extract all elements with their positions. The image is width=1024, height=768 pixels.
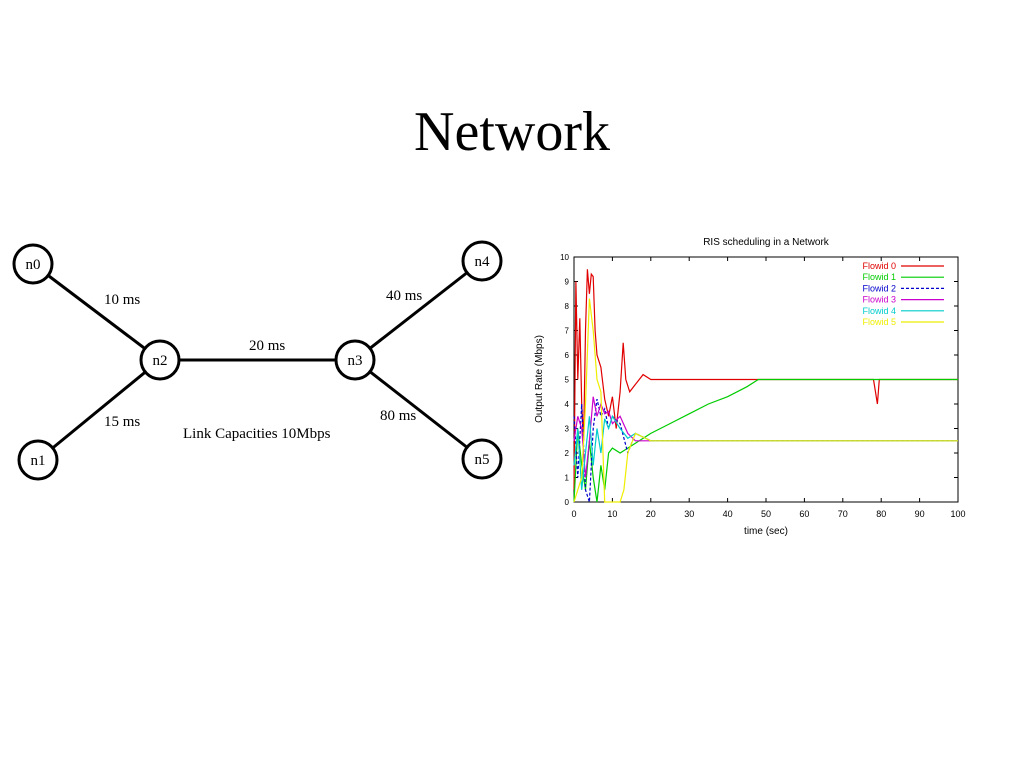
node-n1: n1 xyxy=(17,439,59,481)
link-delay-label: 10 ms xyxy=(104,292,140,308)
x-tick-label: 20 xyxy=(646,509,656,519)
y-tick-label: 0 xyxy=(565,498,570,507)
y-tick-label: 5 xyxy=(565,376,570,385)
chart-title: RIS scheduling in a Network xyxy=(703,237,830,248)
y-tick-label: 6 xyxy=(565,351,570,360)
node-n5-label: n5 xyxy=(475,452,490,468)
link-delay-label: 80 ms xyxy=(380,408,416,424)
link-delay-label: 40 ms xyxy=(386,288,422,304)
network-topology-diagram: n0 n1 n2 n3 n4 n5 10 ms 15 ms 20 ms 40 m… xyxy=(12,240,503,481)
line-chart: RIS scheduling in a Network 0 1 2 3 4 5 6 7 8 9 10… xyxy=(534,237,966,537)
x-tick-label: 100 xyxy=(950,509,965,519)
y-axis-label: Output Rate (Mbps) xyxy=(534,335,545,423)
x-tick-label: 40 xyxy=(723,509,733,519)
node-n0: n0 xyxy=(12,243,54,285)
y-tick-label: 4 xyxy=(565,400,570,409)
legend-label: Flowid 3 xyxy=(862,295,896,305)
x-axis-label: time (sec) xyxy=(744,526,788,537)
x-tick-label: 30 xyxy=(684,509,694,519)
link-n1-n2 xyxy=(37,358,161,462)
x-tick-label: 50 xyxy=(761,509,771,519)
x-tick-label: 80 xyxy=(876,509,886,519)
x-tick-label: 70 xyxy=(838,509,848,519)
y-tick-label: 2 xyxy=(565,449,570,458)
node-n5: n5 xyxy=(461,438,503,480)
node-n3: n3 xyxy=(334,339,376,381)
series-line-flowid-5 xyxy=(573,298,958,503)
series-lines xyxy=(573,269,958,503)
series-line-flowid-1 xyxy=(573,378,958,503)
y-tick-label: 3 xyxy=(565,425,570,434)
x-tick-label: 0 xyxy=(571,509,576,519)
series-line-flowid-2 xyxy=(573,398,958,503)
legend-label: Flowid 4 xyxy=(862,306,896,316)
node-n1-label: n1 xyxy=(31,453,46,469)
node-n2: n2 xyxy=(139,339,181,381)
slide-title: Network xyxy=(414,101,610,163)
x-tick-label: 10 xyxy=(607,509,617,519)
node-n4: n4 xyxy=(461,240,503,282)
y-tick-label: 9 xyxy=(565,278,570,287)
node-n2-label: n2 xyxy=(153,353,168,369)
x-axis: 0 10 20 30 40 50 60 70 80 90 100 xyxy=(571,257,966,519)
legend-label: Flowid 2 xyxy=(862,283,896,293)
legend-label: Flowid 1 xyxy=(862,272,896,282)
y-tick-label: 10 xyxy=(560,253,569,262)
link-delay-label: 20 ms xyxy=(249,338,285,354)
topology-caption: Link Capacities 10Mbps xyxy=(183,426,331,442)
x-tick-label: 60 xyxy=(799,509,809,519)
y-tick-label: 8 xyxy=(565,302,570,311)
link-n0-n2 xyxy=(32,262,161,362)
link-n3-n4 xyxy=(354,259,483,362)
link-delay-label: 15 ms xyxy=(104,414,140,430)
y-tick-label: 7 xyxy=(565,327,570,336)
node-n0-label: n0 xyxy=(26,257,41,273)
link-n3-n5 xyxy=(354,358,483,461)
legend-label: Flowid 5 xyxy=(862,317,896,327)
series-line-flowid-3 xyxy=(573,396,958,478)
x-tick-label: 90 xyxy=(915,509,925,519)
series-line-flowid-4 xyxy=(573,414,958,490)
node-n4-label: n4 xyxy=(475,254,491,270)
y-tick-label: 1 xyxy=(565,474,570,483)
legend-label: Flowid 0 xyxy=(862,261,896,271)
node-n3-label: n3 xyxy=(348,353,363,369)
